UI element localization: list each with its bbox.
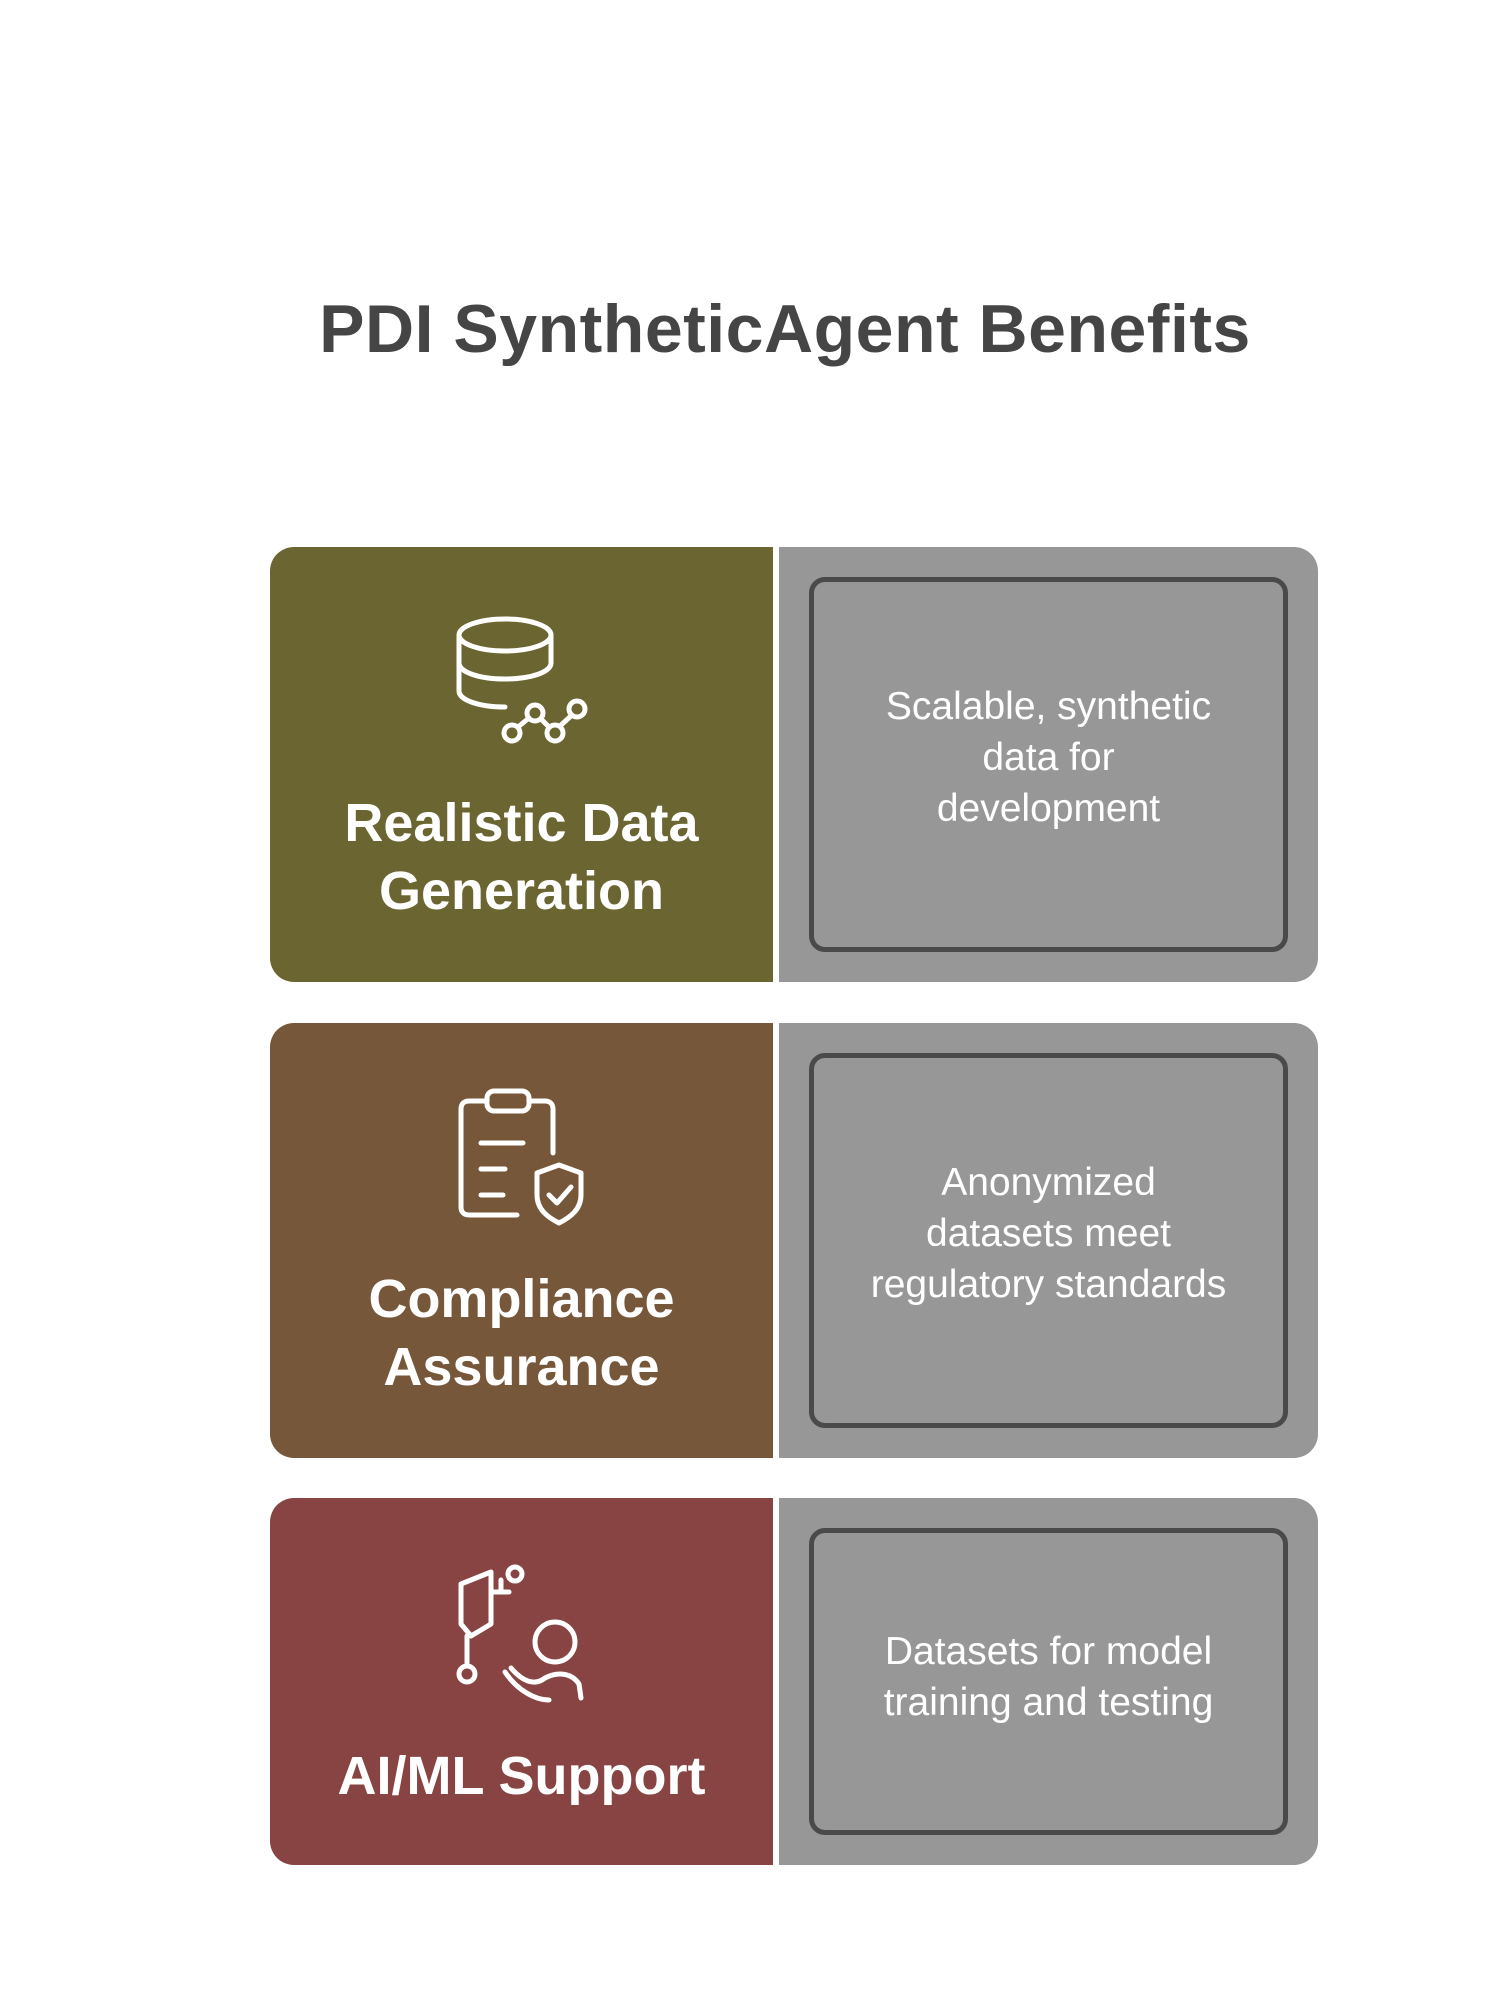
- benefit-description-panel: Anonymized datasets meet regulatory stan…: [779, 1023, 1318, 1458]
- description-line: datasets meet: [926, 1212, 1171, 1255]
- benefit-row-realistic-data: Realistic Data Generation Scalable, synt…: [270, 547, 1318, 982]
- description-line: Anonymized: [941, 1161, 1156, 1204]
- benefit-description: Scalable, synthetic data for development: [844, 681, 1253, 834]
- benefit-description-panel: Datasets for model training and testing: [779, 1498, 1318, 1865]
- benefit-title: AI/ML Support: [338, 1742, 706, 1810]
- database-analytics-icon: [456, 616, 587, 743]
- description-line: training and testing: [883, 1680, 1214, 1724]
- clipboard-shield-check-icon: [458, 1088, 583, 1225]
- description-line: regulatory standards: [870, 1263, 1227, 1306]
- benefit-header-panel: Compliance Assurance: [270, 1023, 773, 1458]
- benefit-row-compliance: Compliance Assurance Anonymized datasets…: [270, 1023, 1318, 1458]
- benefit-title-line: AI/ML Support: [337, 1745, 706, 1806]
- benefit-description: Datasets for model training and testing: [844, 1626, 1253, 1728]
- description-line: Datasets for model: [884, 1629, 1213, 1673]
- benefit-title: Realistic Data Generation: [344, 789, 698, 925]
- benefit-title: Compliance Assurance: [368, 1265, 674, 1401]
- benefit-row-ai-ml: AI/ML Support Datasets for model trainin…: [270, 1498, 1318, 1865]
- ai-robot-person-icon: [456, 1564, 583, 1702]
- description-box: Scalable, synthetic data for development: [809, 577, 1288, 952]
- benefit-title-line: Realistic Data: [344, 792, 699, 853]
- benefit-title-line: Assurance: [383, 1336, 660, 1397]
- benefit-description: Anonymized datasets meet regulatory stan…: [844, 1157, 1253, 1310]
- page-title: PDI SyntheticAgent Benefits: [319, 291, 1251, 367]
- benefit-title-line: Generation: [378, 860, 665, 921]
- description-box: Datasets for model training and testing: [809, 1528, 1288, 1835]
- benefit-header-panel: AI/ML Support: [270, 1498, 773, 1865]
- description-line: Scalable, synthetic: [885, 685, 1212, 728]
- benefit-description-panel: Scalable, synthetic data for development: [779, 547, 1318, 982]
- description-line: development: [936, 787, 1161, 830]
- benefit-title-line: Compliance: [368, 1268, 675, 1329]
- description-box: Anonymized datasets meet regulatory stan…: [809, 1053, 1288, 1428]
- description-line: data for: [982, 736, 1115, 779]
- benefit-header-panel: Realistic Data Generation: [270, 547, 773, 982]
